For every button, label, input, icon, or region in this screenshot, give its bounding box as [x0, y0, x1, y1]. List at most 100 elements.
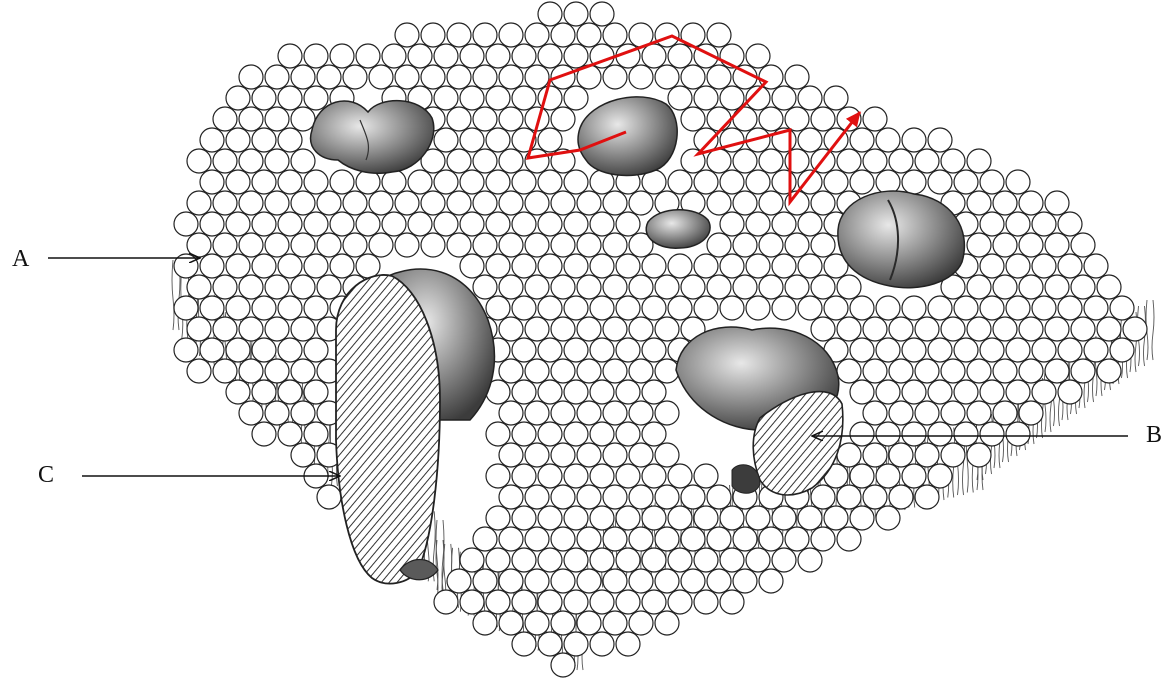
phospholipid-head [369, 191, 393, 215]
phospholipid-head [707, 107, 731, 131]
phospholipid-head [486, 170, 510, 194]
phospholipid-head [616, 506, 640, 530]
phospholipid-head [694, 86, 718, 110]
phospholipid-head [291, 149, 315, 173]
phospholipid-head [629, 191, 653, 215]
phospholipid-head [200, 338, 224, 362]
phospholipid-head [629, 611, 653, 635]
phospholipid-head [759, 107, 783, 131]
phospholipid-head [577, 611, 601, 635]
phospholipid-head [642, 548, 666, 572]
phospholipid-head [265, 233, 289, 257]
fatty-acid-tail [1152, 300, 1154, 360]
phospholipid-head [1032, 212, 1056, 236]
phospholipid-head [499, 569, 523, 593]
phospholipid-head [512, 380, 536, 404]
phospholipid-head [798, 296, 822, 320]
phospholipid-head [1032, 380, 1056, 404]
phospholipid-head [538, 590, 562, 614]
phospholipid-head [460, 590, 484, 614]
phospholipid-head [538, 548, 562, 572]
phospholipid-head [928, 296, 952, 320]
phospholipid-head [629, 443, 653, 467]
phospholipid-head [512, 44, 536, 68]
phospholipid-head [668, 86, 692, 110]
phospholipid-head [707, 275, 731, 299]
phospholipid-head [707, 149, 731, 173]
phospholipid-head [733, 275, 757, 299]
phospholipid-head [187, 275, 211, 299]
phospholipid-head [343, 65, 367, 89]
phospholipid-head [928, 128, 952, 152]
phospholipid-head [837, 359, 861, 383]
phospholipid-head [590, 254, 614, 278]
phospholipid-head [616, 212, 640, 236]
phospholipid-head [356, 254, 380, 278]
phospholipid-head [473, 233, 497, 257]
phospholipid-head [434, 86, 458, 110]
phospholipid-head [538, 128, 562, 152]
phospholipid-head [616, 380, 640, 404]
phospholipid-head [226, 254, 250, 278]
phospholipid-head [291, 401, 315, 425]
phospholipid-head [993, 317, 1017, 341]
phospholipid-head [629, 359, 653, 383]
phospholipid-head [382, 44, 406, 68]
phospholipid-head [200, 170, 224, 194]
phospholipid-head [278, 44, 302, 68]
phospholipid-head [967, 191, 991, 215]
phospholipid-head [512, 254, 536, 278]
phospholipid-head [317, 191, 341, 215]
phospholipid-head [486, 464, 510, 488]
phospholipid-head [590, 2, 614, 26]
phospholipid-head [512, 296, 536, 320]
phospholipid-head [564, 422, 588, 446]
phospholipid-head [473, 107, 497, 131]
phospholipid-head [850, 296, 874, 320]
phospholipid-head [174, 296, 198, 320]
phospholipid-head [564, 44, 588, 68]
phospholipid-head [603, 233, 627, 257]
phospholipid-head [551, 275, 575, 299]
phospholipid-head [642, 506, 666, 530]
phospholipid-head [226, 86, 250, 110]
phospholipid-head [499, 401, 523, 425]
phospholipid-head [408, 212, 432, 236]
phospholipid-head [486, 212, 510, 236]
phospholipid-head [642, 254, 666, 278]
phospholipid-head [655, 611, 679, 635]
phospholipid-head [564, 380, 588, 404]
phospholipid-head [967, 317, 991, 341]
phospholipid-head [902, 380, 926, 404]
phospholipid-head [265, 359, 289, 383]
phospholipid-head [876, 296, 900, 320]
phospholipid-head [655, 527, 679, 551]
phospholipid-head [1045, 191, 1069, 215]
phospholipid-head [252, 422, 276, 446]
phospholipid-head [291, 443, 315, 467]
phospholipid-head [707, 485, 731, 509]
phospholipid-head [187, 191, 211, 215]
phospholipid-head [200, 128, 224, 152]
phospholipid-head [707, 527, 731, 551]
phospholipid-head [551, 611, 575, 635]
phospholipid-head [1032, 296, 1056, 320]
phospholipid-head [590, 548, 614, 572]
phospholipid-head [590, 296, 614, 320]
phospholipid-head [1058, 296, 1082, 320]
phospholipid-head [499, 65, 523, 89]
phospholipid-head [603, 569, 627, 593]
phospholipid-head [239, 191, 263, 215]
phospholipid-head [928, 170, 952, 194]
phospholipid-head [486, 590, 510, 614]
phospholipid-head [239, 275, 263, 299]
phospholipid-head [746, 212, 770, 236]
phospholipid-head [1019, 233, 1043, 257]
phospholipid-head [551, 317, 575, 341]
phospholipid-head [707, 23, 731, 47]
phospholipid-head [954, 296, 978, 320]
phospholipid-head [746, 548, 770, 572]
phospholipid-head [486, 422, 510, 446]
phospholipid-head [1110, 338, 1134, 362]
phospholipid-head [460, 212, 484, 236]
